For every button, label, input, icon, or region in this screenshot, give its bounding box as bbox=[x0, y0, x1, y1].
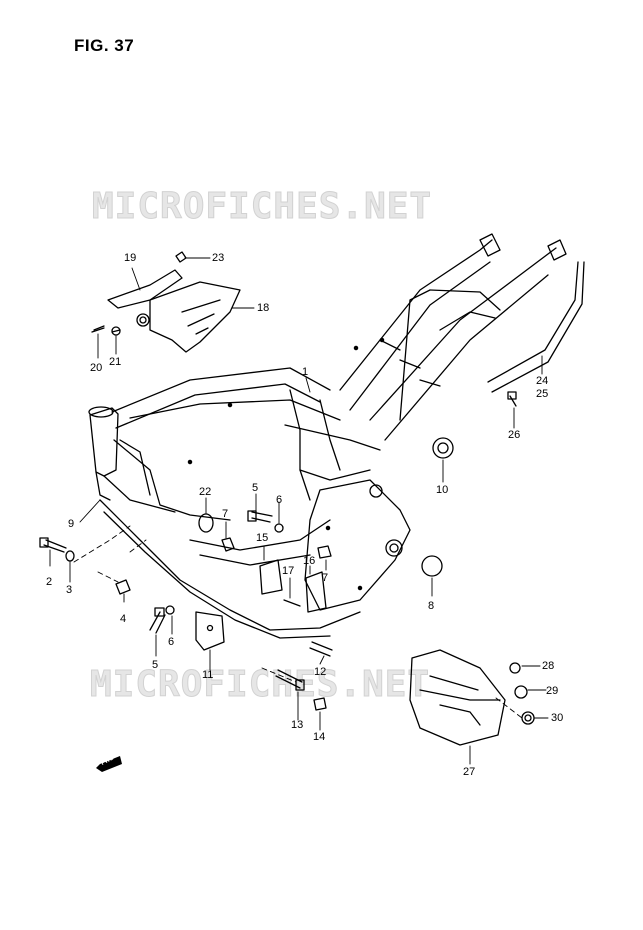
callout-16: 16 bbox=[303, 555, 316, 567]
small-parts bbox=[39, 261, 585, 711]
callout-3: 3 bbox=[66, 584, 73, 596]
callout-12: 12 bbox=[314, 666, 327, 678]
callout-6-lower: 6 bbox=[168, 636, 175, 648]
leader-lines bbox=[49, 257, 549, 765]
callout-6-upper: 6 bbox=[276, 494, 283, 506]
callout-10: 10 bbox=[436, 484, 449, 496]
callout-7-left: 7 bbox=[222, 508, 229, 520]
callout-7-right: 7 bbox=[322, 572, 329, 584]
battery-box bbox=[409, 649, 535, 746]
callout-5-lower: 5 bbox=[152, 659, 159, 671]
callout-30: 30 bbox=[551, 712, 564, 724]
callout-1: 1 bbox=[302, 366, 309, 378]
callout-2: 2 bbox=[46, 576, 53, 588]
callout-5-upper: 5 bbox=[252, 482, 259, 494]
callout-18: 18 bbox=[257, 302, 270, 314]
callout-9: 9 bbox=[68, 518, 75, 530]
callout-24: 24 bbox=[536, 375, 549, 387]
callout-26: 26 bbox=[508, 429, 521, 441]
watermark-top: MICROFICHES.NET bbox=[91, 186, 433, 228]
callout-29: 29 bbox=[546, 685, 559, 697]
fwd-arrow-icon bbox=[96, 756, 122, 772]
callout-11: 11 bbox=[202, 669, 214, 681]
callout-20: 20 bbox=[90, 362, 103, 374]
callout-14: 14 bbox=[313, 731, 326, 743]
callout-21: 21 bbox=[109, 356, 122, 368]
callout-19: 19 bbox=[124, 252, 137, 264]
callout-15: 15 bbox=[256, 532, 269, 544]
callout-25: 25 bbox=[536, 388, 549, 400]
figure-title: FIG. 37 bbox=[74, 36, 135, 55]
callout-8: 8 bbox=[428, 600, 435, 612]
callout-17: 17 bbox=[282, 565, 295, 577]
callout-23: 23 bbox=[212, 252, 225, 264]
callout-28: 28 bbox=[542, 660, 555, 672]
callout-22: 22 bbox=[199, 486, 212, 498]
watermark-bottom: MICROFICHES.NET bbox=[89, 664, 431, 706]
main-frame bbox=[88, 233, 567, 639]
callout-27: 27 bbox=[463, 766, 476, 778]
callout-4: 4 bbox=[120, 613, 127, 625]
callout-13: 13 bbox=[291, 719, 304, 731]
